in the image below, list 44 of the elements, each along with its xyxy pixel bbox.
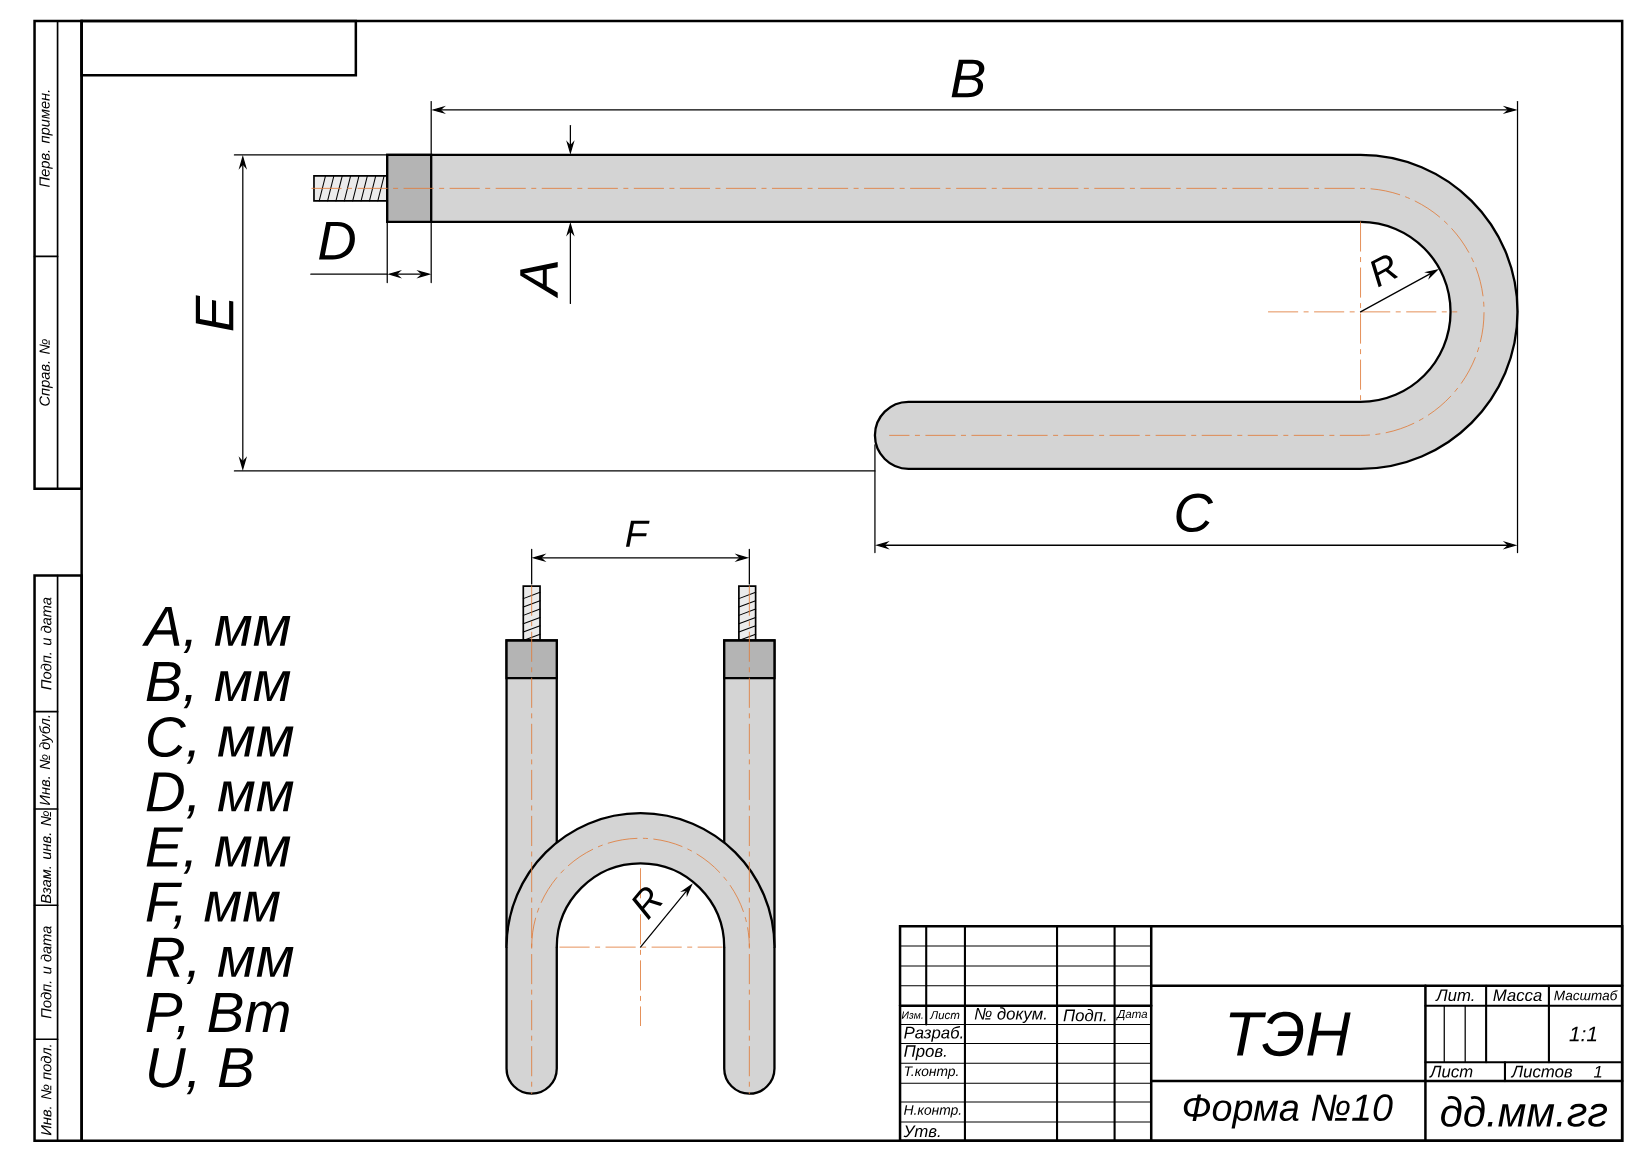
parameter-label: D, мм [146,772,294,819]
dimension-label: A [520,262,558,299]
parameter-label: F, мм [146,882,280,929]
dimension-label: F [625,520,650,547]
dimension-label: E [195,295,234,331]
dimension-label: R [1370,255,1399,288]
header-label: Масштаб [1554,990,1618,1001]
dimension-label: C [1176,493,1214,533]
row-label: Н.контр. [904,1105,961,1118]
header-label: Дата [1116,1010,1148,1021]
stamp-label: Инв. № подл. [40,1045,52,1136]
form-number: Форма №10 [1183,1094,1393,1129]
header-label: Лит. [1435,989,1474,1002]
parameter-label: A, мм [142,607,291,654]
header-label: Изм. [901,1011,923,1019]
stamp-label: Перв. примен. [39,90,53,188]
stamp-label: Инв. № дубл. [39,716,53,806]
row-label: Т.контр. [904,1066,958,1080]
parameter-label: C, мм [147,717,294,764]
stamp-label: Подп. и дата [40,926,52,1019]
parameter-label: R, мм [146,938,294,985]
row-label: Пров. [904,1045,946,1061]
dimension-label: D [319,222,355,260]
row-label: Разраб. [904,1026,963,1043]
parameter-label: B, мм [146,662,291,709]
header-label: Лист [929,1011,960,1020]
header-label: Подп. [1063,1009,1106,1022]
parameter-label: E, мм [146,827,291,874]
parameter-label: U, В [149,1048,253,1095]
dimension-label: R [632,887,663,921]
stamp-label: Справ. № [39,339,53,406]
parameter-label: P, Вт [146,993,289,1040]
row-label: Утв. [903,1125,940,1138]
stamp-label: Взам. инв. № [40,811,52,904]
dimension-label: B [951,59,985,98]
sheet-count: 1 [1593,1066,1602,1078]
title-text: ТЭН [1229,1011,1351,1057]
header-label: Листов [1510,1066,1573,1078]
header-label: Лист [1429,1066,1473,1078]
date-text: дд.мм.гг [1441,1096,1608,1127]
header-label: Масса [1493,989,1542,1002]
scale-value: 1:1 [1569,1026,1597,1042]
stamp-label: Подп. и дата [40,597,52,690]
header-label: № докум. [974,1007,1046,1024]
